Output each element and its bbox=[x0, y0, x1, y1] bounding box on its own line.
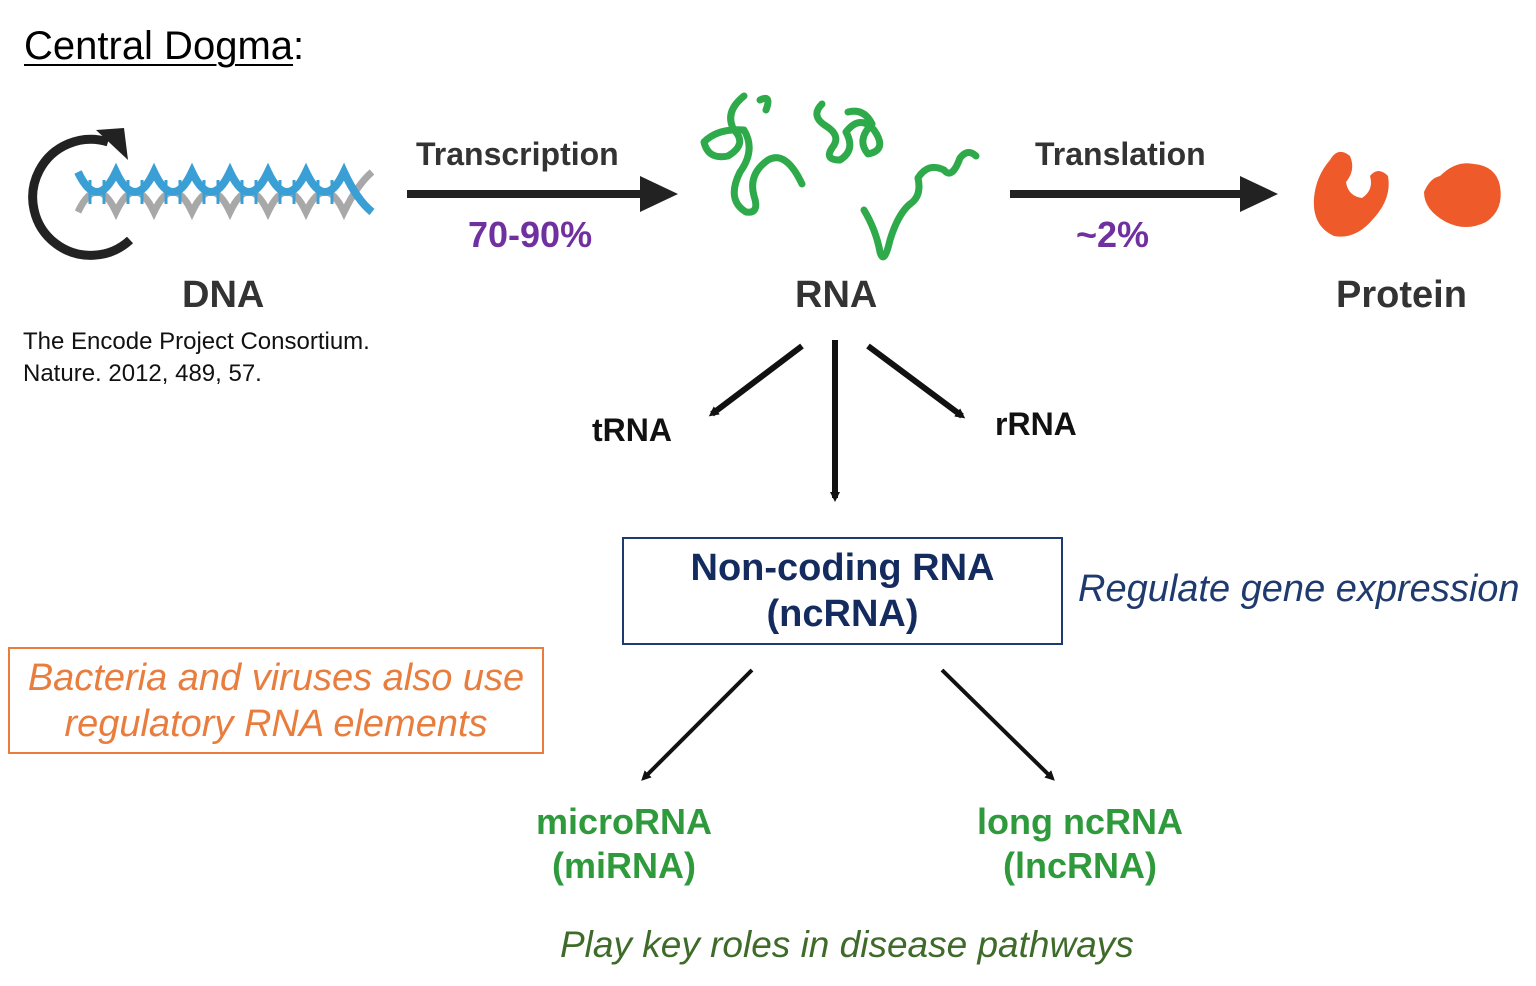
page-title: Central Dogma: bbox=[24, 24, 304, 69]
disease-note: Play key roles in disease pathways bbox=[560, 924, 1134, 965]
dna-label: DNA bbox=[182, 274, 265, 316]
arrow-to-trna bbox=[708, 343, 804, 417]
title-suffix: : bbox=[293, 24, 305, 68]
circular-arrow-head bbox=[96, 128, 128, 160]
mirna-label: microRNA (miRNA) bbox=[514, 800, 734, 888]
ncrna-box: Non-coding RNA (ncRNA) bbox=[622, 537, 1063, 645]
transcription-label: Transcription bbox=[416, 136, 619, 172]
transcription-arrow bbox=[407, 176, 678, 212]
bacteria-box: Bacteria and viruses also use regulatory… bbox=[8, 647, 544, 754]
arrow-to-mirna bbox=[641, 668, 754, 781]
rna-icon bbox=[700, 92, 980, 261]
circular-arrow bbox=[28, 134, 134, 260]
arrow-to-lncrna bbox=[940, 668, 1055, 781]
rna-label: RNA bbox=[795, 274, 878, 316]
transcription-percent: 70-90% bbox=[468, 214, 593, 255]
translation-label: Translation bbox=[1035, 136, 1206, 172]
ncrna-line-2: (ncRNA) bbox=[766, 593, 919, 635]
regulate-note: Regulate gene expression bbox=[1078, 568, 1520, 610]
dna-helix bbox=[74, 162, 375, 221]
citation: The Encode Project Consortium. Nature. 2… bbox=[23, 326, 370, 390]
citation-line-2: Nature. 2012, 489, 57. bbox=[23, 360, 262, 387]
trna-label: tRNA bbox=[592, 412, 672, 448]
bacteria-line-1: Bacteria and viruses also use bbox=[27, 656, 525, 699]
arrow-to-rrna bbox=[866, 343, 966, 419]
rrna-label: rRNA bbox=[995, 406, 1077, 442]
translation-arrow bbox=[1010, 176, 1278, 212]
dna-icon bbox=[28, 128, 375, 260]
title-text: Central Dogma bbox=[24, 24, 294, 68]
bacteria-line-2: regulatory RNA elements bbox=[64, 702, 488, 745]
protein-label: Protein bbox=[1336, 274, 1467, 316]
mirna-line-2: (miRNA) bbox=[552, 845, 696, 886]
lncrna-line-2: (lncRNA) bbox=[1003, 845, 1157, 886]
citation-line-1: The Encode Project Consortium. bbox=[23, 328, 370, 355]
ncrna-line-1: Non-coding RNA bbox=[690, 547, 995, 589]
lncrna-label: long ncRNA (lncRNA) bbox=[958, 800, 1202, 888]
translation-percent: ~2% bbox=[1076, 214, 1150, 255]
mirna-line-1: microRNA bbox=[535, 801, 713, 842]
protein-icon bbox=[1313, 151, 1501, 237]
lncrna-line-1: long ncRNA bbox=[977, 801, 1183, 842]
